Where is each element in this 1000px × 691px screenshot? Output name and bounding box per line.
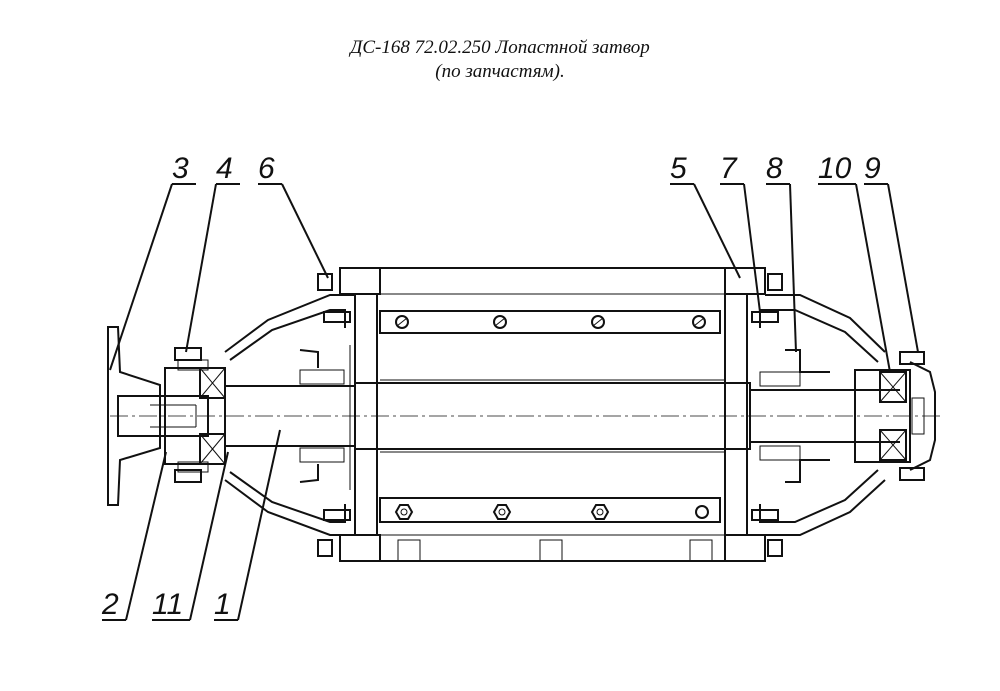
rotor-left-wall [354,293,378,536]
callout-6: 6 [258,152,275,185]
left-bearing-top [199,367,226,399]
left-bolt-bottom [174,469,202,483]
right-seal-top [759,371,801,387]
callout-8: 8 [766,152,783,185]
right-bottom-flange [724,534,766,562]
callout-7: 7 [720,152,738,185]
right-top-flange [724,267,766,295]
rotor-blade-bottom [379,497,721,523]
left-bolt-top [174,347,202,361]
right-assembly [751,273,936,557]
housing-feet [397,539,713,562]
rotor-housing [339,267,766,562]
drawing-title: ДС-168 72.02.250 Лопастной затвор (по за… [0,36,1000,84]
callout-9: 9 [864,152,881,185]
right-bearing-bottom [879,429,907,461]
callout-3: 3 [172,152,189,185]
left-top-flange [339,267,381,295]
blade-bolts-top [395,315,706,329]
title-line-2: (по запчастям). [435,61,565,82]
rotor-blade-top [379,310,721,334]
left-bearing-bottom [199,433,226,465]
left-seal-bottom [299,447,345,463]
left-assembly [107,273,355,557]
left-seal-top [299,369,345,385]
rotor-right-wall [724,293,748,536]
right-bearing-top [879,371,907,403]
right-seal-bottom [759,445,801,461]
callout-11: 11 [152,588,183,621]
left-bottom-flange [339,534,381,562]
end-cap [909,361,936,471]
callout-2: 2 [101,588,119,621]
title-line-1: ДС-168 72.02.250 Лопастной затвор [350,37,650,58]
shaft [110,382,940,450]
callouts: 3 4 6 5 7 8 10 9 2 11 1 [101,152,919,621]
blade-nuts-bottom [394,504,709,520]
callout-10: 10 [818,152,852,185]
callout-1: 1 [214,588,231,621]
callout-4: 4 [216,152,233,185]
callout-5: 5 [670,152,687,185]
shaft-key-end [117,395,209,437]
